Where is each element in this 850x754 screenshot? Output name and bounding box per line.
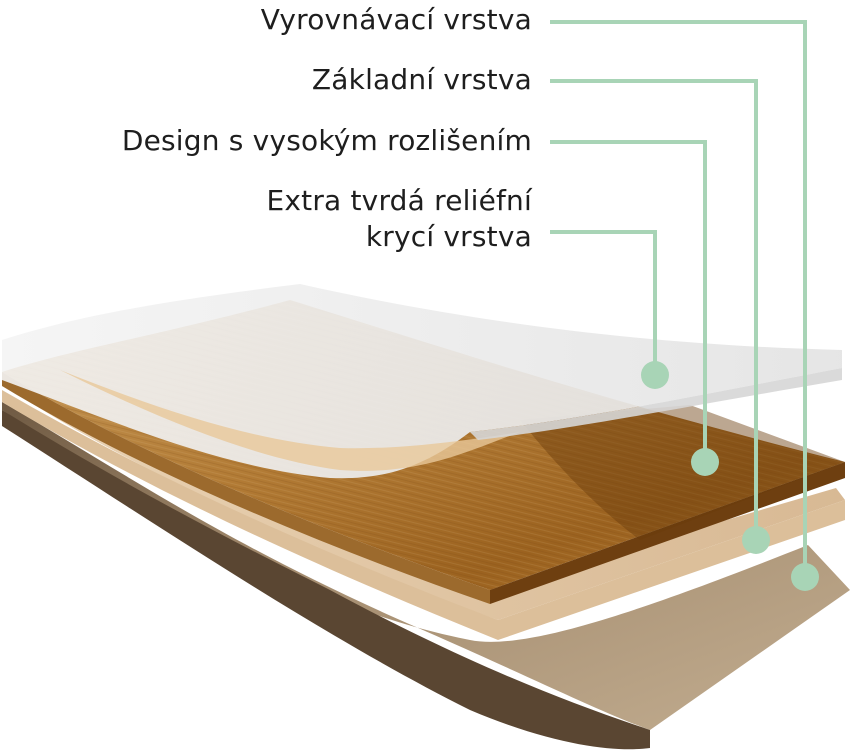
- label-leveling-layer: Vyrovnávací vrstva: [261, 2, 532, 38]
- callout-dot-design: [691, 448, 719, 476]
- callout-dot-base: [742, 526, 770, 554]
- callout-dot-leveling: [791, 563, 819, 591]
- label-base-text: Základní vrstva: [312, 62, 532, 98]
- label-leveling-text: Vyrovnávací vrstva: [261, 2, 532, 38]
- label-overlay-line2: krycí vrstva: [266, 219, 532, 255]
- callout-dot-overlay: [641, 361, 669, 389]
- label-overlay-layer: Extra tvrdá reliéfní krycí vrstva: [266, 183, 532, 255]
- label-design-text: Design s vysokým rozlišením: [122, 123, 532, 159]
- label-base-layer: Základní vrstva: [312, 62, 532, 98]
- label-overlay-line1: Extra tvrdá reliéfní: [266, 183, 532, 219]
- label-design-layer: Design s vysokým rozlišením: [122, 123, 532, 159]
